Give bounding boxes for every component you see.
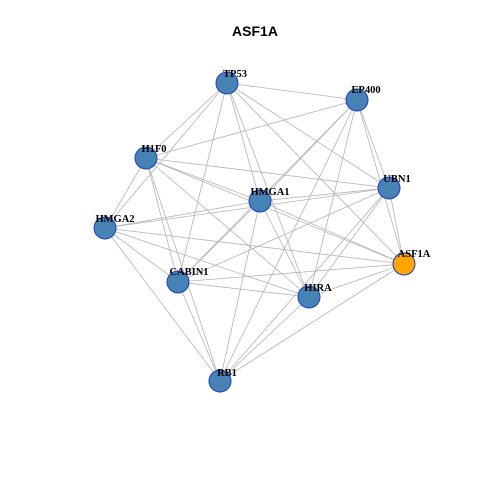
- edge-h1f0-hmga1: [145, 157, 261, 202]
- node-label-hmga1: HMGA1: [250, 187, 289, 198]
- node-label-hmga2: HMGA2: [95, 214, 134, 225]
- node-ubn1: UBN1: [377, 174, 411, 200]
- node-label-h1f0: H1F0: [141, 144, 166, 155]
- edge-tp53-ep400: [226, 82, 358, 101]
- edge-ep400-hira: [308, 99, 358, 298]
- node-label-ep400: EP400: [351, 85, 380, 96]
- edge-ubn1-hmga1: [259, 187, 390, 202]
- node-circle-hira: [297, 285, 321, 309]
- edge-ubn1-rb1: [219, 187, 390, 382]
- edge-asf1a-cabin1: [177, 263, 405, 283]
- node-circle-ubn1: [377, 176, 401, 200]
- edge-hira-rb1: [219, 296, 310, 382]
- edge-hmga2-rb1: [104, 227, 221, 382]
- node-hmga2: HMGA2: [93, 214, 135, 240]
- node-label-cabin1: CABIN1: [169, 267, 208, 278]
- edge-tp53-cabin1: [177, 82, 228, 283]
- edge-ep400-h1f0: [145, 99, 358, 159]
- edge-hmga2-cabin1: [104, 227, 179, 283]
- edge-h1f0-ubn1: [145, 157, 390, 189]
- edge-hmga2-hira: [104, 227, 310, 298]
- node-circle-tp53: [215, 71, 239, 95]
- edge-tp53-asf1a: [226, 82, 405, 265]
- node-rb1: RB1: [208, 368, 237, 393]
- graph-title: ASF1A: [232, 23, 278, 39]
- edge-asf1a-rb1: [219, 263, 405, 382]
- node-circle-hmga1: [248, 189, 272, 213]
- edge-tp53-hmga1: [226, 82, 261, 202]
- node-label-hira: HIRA: [304, 283, 332, 294]
- node-label-ubn1: UBN1: [383, 174, 410, 185]
- node-circle-cabin1: [166, 270, 190, 294]
- edge-hmga1-rb1: [219, 200, 261, 382]
- node-circle-hmga2: [93, 216, 117, 240]
- edge-ubn1-hira: [308, 187, 390, 298]
- edge-tp53-ubn1: [226, 82, 390, 189]
- edge-asf1a-hira: [308, 263, 405, 298]
- node-hmga1: HMGA1: [248, 187, 290, 213]
- edge-layer: [104, 82, 405, 382]
- node-asf1a: ASF1A: [392, 249, 431, 276]
- node-cabin1: CABIN1: [166, 267, 209, 294]
- node-circle-h1f0: [134, 146, 158, 170]
- node-label-tp53: TP53: [223, 69, 247, 80]
- edge-ep400-ubn1: [356, 99, 390, 189]
- node-tp53: TP53: [215, 69, 247, 95]
- edge-ubn1-hmga2: [104, 187, 390, 229]
- edge-ep400-cabin1: [177, 99, 358, 283]
- node-label-rb1: RB1: [217, 368, 237, 379]
- edge-h1f0-rb1: [145, 157, 221, 382]
- node-ep400: EP400: [345, 85, 381, 112]
- edge-tp53-h1f0: [145, 82, 228, 159]
- node-h1f0: H1F0: [134, 144, 167, 170]
- edge-hmga1-hmga2: [104, 200, 261, 229]
- node-circle-rb1: [208, 369, 232, 393]
- node-hira: HIRA: [297, 283, 332, 309]
- edge-hmga1-asf1a: [259, 200, 405, 265]
- edge-h1f0-hmga2: [104, 157, 147, 229]
- edge-ep400-rb1: [219, 99, 358, 382]
- node-circle-asf1a: [392, 252, 416, 276]
- edge-ubn1-asf1a: [388, 187, 405, 265]
- edge-cabin1-rb1: [177, 281, 221, 382]
- node-label-asf1a: ASF1A: [398, 249, 431, 260]
- edge-hmga2-asf1a: [104, 227, 405, 265]
- edge-h1f0-asf1a: [145, 157, 405, 265]
- edge-tp53-hmga2: [104, 82, 228, 229]
- edge-hmga1-hira: [259, 200, 310, 298]
- node-circle-ep400: [345, 88, 369, 112]
- edge-cabin1-hira: [177, 281, 310, 298]
- edge-ubn1-cabin1: [177, 187, 390, 283]
